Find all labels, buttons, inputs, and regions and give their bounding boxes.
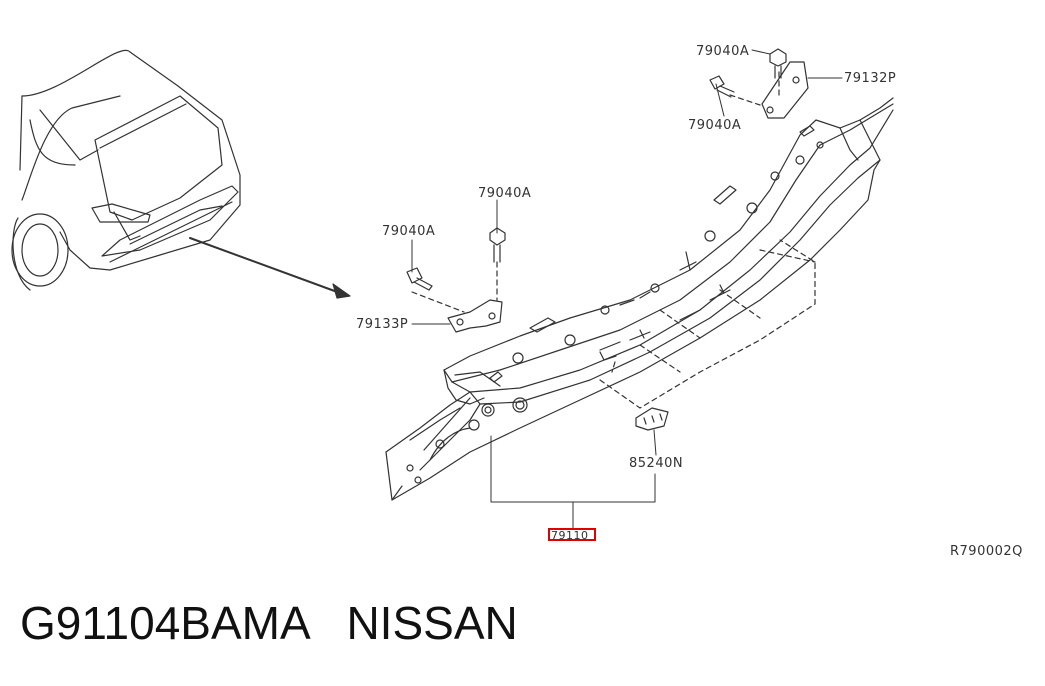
label-79040a-upper: 79040A <box>688 118 742 133</box>
label-79133p: 79133P <box>356 317 409 332</box>
label-79110: 79110 <box>551 529 589 542</box>
label-leaders <box>411 49 843 529</box>
drawing-reference: R790002Q <box>950 544 1023 559</box>
label-85240n: 85240N <box>629 456 684 471</box>
label-79040a-mid: 79040A <box>478 186 532 201</box>
label-79132p: 79132P <box>844 71 897 86</box>
bolt-top-right <box>769 48 787 79</box>
label-79040a-left: 79040A <box>382 224 436 239</box>
bracket-79132p <box>761 61 809 119</box>
highlight-box-79110 <box>548 528 596 541</box>
dashed-reference-lines <box>411 71 816 409</box>
bolt-mid <box>489 227 506 263</box>
bolt-left <box>406 267 433 291</box>
rear-panel-illustration <box>385 97 894 501</box>
callout-arrow <box>189 237 351 299</box>
caption-brand: NISSAN <box>346 597 518 649</box>
vehicle-rear-illustration <box>11 49 241 291</box>
label-79040a-top: 79040A <box>696 44 750 59</box>
clip-85240n <box>635 407 669 431</box>
bolt-upper-left <box>709 75 735 98</box>
caption-part-number: G91104BAMA <box>20 597 309 649</box>
bracket-79133p <box>447 299 503 333</box>
part-caption: G91104BAMA NISSAN <box>20 600 518 646</box>
